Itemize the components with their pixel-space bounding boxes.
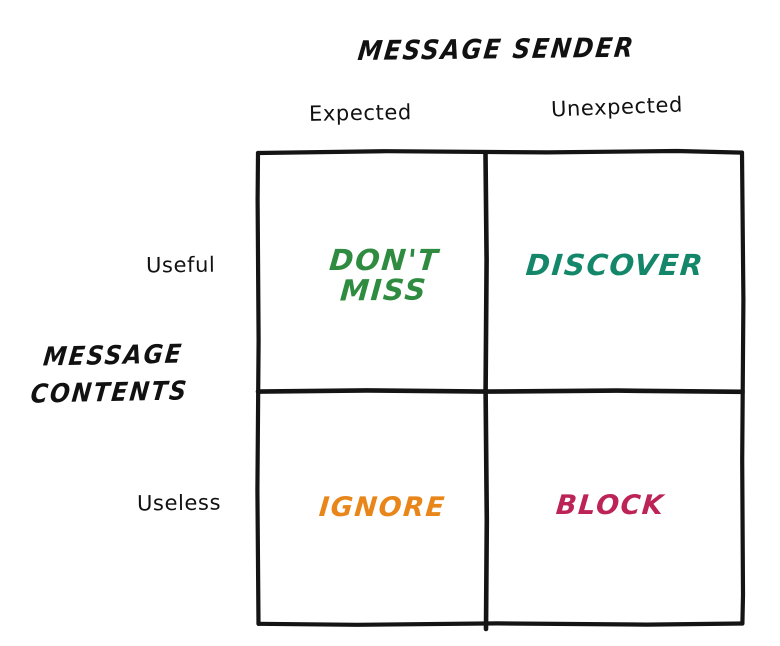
quadrant-label-dont-miss: DON'T MISS xyxy=(315,243,450,308)
matrix-border-left xyxy=(255,150,261,626)
matrix-grid xyxy=(255,148,746,632)
row-header-useless: Useless xyxy=(136,490,222,516)
y-axis-title-line-1: MESSAGE xyxy=(41,339,185,373)
matrix-border-bottom xyxy=(256,621,745,627)
matrix-border-right xyxy=(739,150,746,626)
column-header-unexpected: Unexpected xyxy=(550,92,684,122)
matrix-border-top xyxy=(255,148,745,156)
y-axis-title-line-2: CONTENTS xyxy=(29,376,190,410)
matrix-lines xyxy=(255,148,746,632)
row-header-useful: Useful xyxy=(145,252,216,278)
quadrant-label-discover: DISCOVER xyxy=(524,248,706,282)
quadrant-label-block: BLOCK xyxy=(554,490,666,521)
x-axis-title: MESSAGE SENDER xyxy=(356,32,637,67)
quadrant-label-ignore: IGNORE xyxy=(317,492,448,523)
column-header-expected: Expected xyxy=(308,100,412,126)
quadrant-label-dont-miss-line-1: DON'T xyxy=(328,243,441,277)
quadrant-label-dont-miss-line-2: MISS xyxy=(338,272,429,308)
matrix-divider-horizontal xyxy=(255,388,745,395)
y-axis-title: MESSAGE CONTENTS xyxy=(12,336,210,414)
